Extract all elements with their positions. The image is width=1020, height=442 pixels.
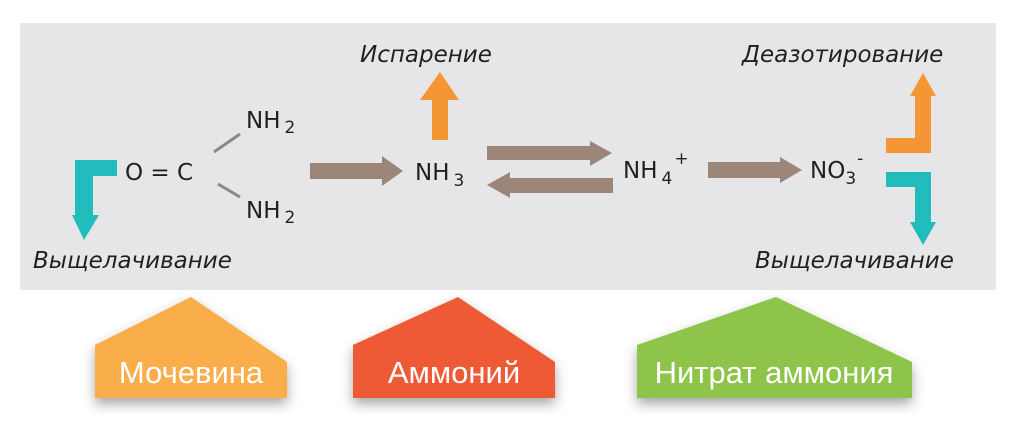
bond-bottom: [217, 182, 241, 199]
arrow-urea-to-ammonia-icon: [310, 156, 403, 186]
denitrification-label: Деазотирование: [741, 42, 943, 68]
bond-top: [213, 132, 241, 154]
urea-formula: O = C: [125, 160, 193, 186]
leaching-label-left: Выщелачивание: [33, 248, 232, 274]
badge-urea-label: Мочевина: [119, 355, 264, 390]
volatilization-arrow-icon: [420, 72, 459, 140]
badge-ammonium: Аммоний: [353, 297, 555, 398]
leaching-label-right: Выщелачивание: [755, 248, 954, 274]
nitrate-formula: NO3-: [810, 149, 863, 189]
volatilization-label: Испарение: [360, 42, 492, 68]
badge-urea: Мочевина: [95, 297, 287, 398]
arrow-ammonium-to-nitrate-icon: [708, 157, 802, 183]
leaching-arrow-left-icon: [72, 160, 117, 240]
leaching-arrow-right-icon: [886, 172, 936, 245]
badge-ammonium-label: Аммоний: [388, 355, 520, 390]
denitrification-arrow-icon: [886, 73, 936, 153]
arrow-ammonia-to-ammonium-icon: [487, 141, 612, 166]
badge-ammonium-nitrate: Нитрат аммония: [637, 297, 912, 398]
badge-ammonium-nitrate-label: Нитрат аммония: [655, 355, 894, 390]
arrow-ammonium-to-ammonia-icon: [487, 172, 613, 198]
